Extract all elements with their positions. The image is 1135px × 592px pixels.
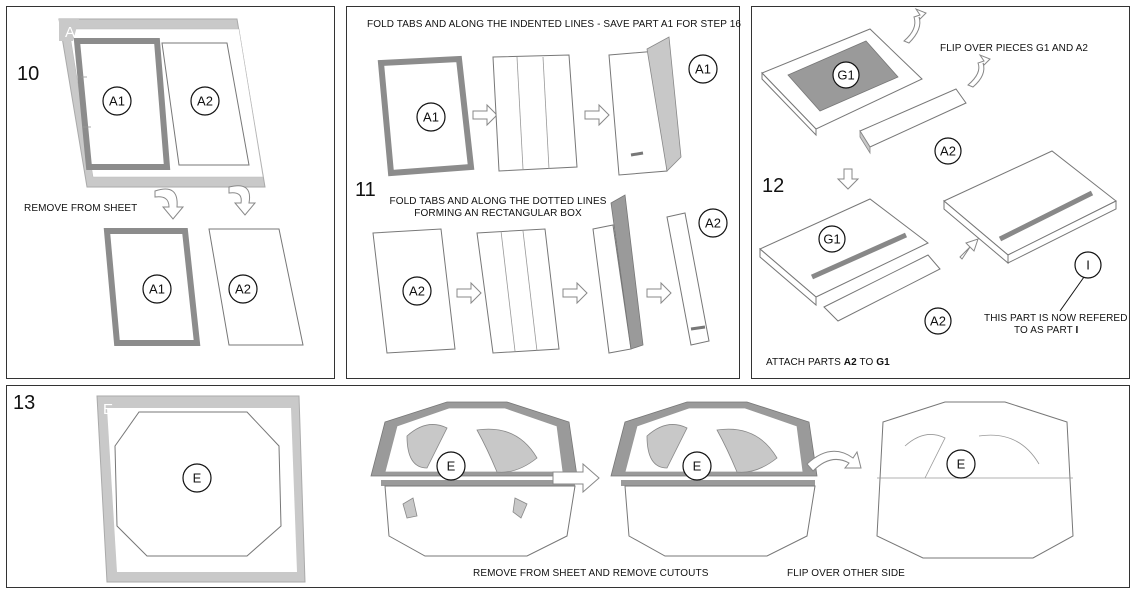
step-10-panel: 10 REMOVE FROM SHEET A A1 A2 A1 A2	[6, 6, 335, 379]
step-caption: REMOVE FROM SHEET	[24, 203, 138, 214]
label-e-icon: E	[946, 449, 976, 479]
label-g1-icon: G1	[818, 225, 846, 253]
part-i-assembly	[943, 150, 1117, 256]
curved-arrow-icon	[967, 53, 991, 88]
arrow-right-icon	[456, 281, 482, 305]
part-a1-tabs-folded	[492, 54, 578, 172]
caption-attach-a2: A2	[843, 357, 857, 368]
label-e-icon: E	[682, 451, 712, 481]
svg-text:G1: G1	[837, 68, 854, 83]
step-11-illustration: A1 A1 A2 A2	[372, 36, 728, 354]
step-caption-mid-1: FOLD TABS AND ALONG THE DOTTED LINES	[389, 196, 607, 207]
svg-text:A1: A1	[109, 94, 125, 109]
svg-text:E: E	[957, 457, 966, 472]
curved-arrow-icon	[154, 188, 185, 220]
caption-attach-g1: G1	[876, 357, 890, 368]
svg-text:A2: A2	[705, 216, 721, 231]
step-13-illustration: E E E E E	[96, 395, 1074, 583]
label-a2-icon: A2	[924, 307, 952, 335]
step-caption-flip: FLIP OVER PIECES G1 AND A2	[940, 43, 1089, 54]
label-a2-icon: A2	[934, 137, 962, 165]
part-e-bottom	[624, 485, 816, 557]
step-12-illustration: G1 A2 G1 A2 I	[759, 7, 1117, 335]
curved-arrow-icon	[806, 450, 862, 472]
svg-text:A2: A2	[409, 284, 425, 299]
arrow-right-icon	[584, 103, 610, 127]
svg-text:A2: A2	[940, 144, 956, 159]
label-g1-icon: G1	[832, 61, 860, 89]
step-caption-part-2: TO AS PART I	[1014, 325, 1078, 336]
step-number: 13	[13, 392, 36, 414]
label-a1-icon: A1	[102, 86, 132, 116]
caption-part-text: TO AS PART	[1014, 325, 1073, 336]
step-12-panel: FLIP OVER PIECES G1 AND A2 12 THIS PART …	[751, 6, 1130, 379]
part-a2-attached	[823, 254, 941, 322]
svg-text:G1: G1	[823, 232, 840, 247]
step-10-illustration: A A1 A2 A1 A2	[58, 18, 304, 346]
step-caption-part-1: THIS PART IS NOW REFERED	[984, 313, 1128, 324]
part-e-bottom	[384, 485, 576, 557]
label-a2-icon: A2	[190, 86, 220, 116]
label-e-icon: E	[182, 463, 212, 493]
part-a2-box	[666, 212, 710, 346]
caption-attach-to: TO	[856, 357, 877, 368]
step-number: 11	[355, 179, 376, 201]
leader-line	[1059, 276, 1085, 312]
svg-text:A2: A2	[930, 314, 946, 329]
caption-attach-prefix: ATTACH PARTS	[766, 357, 844, 368]
step-number: 10	[17, 63, 40, 85]
svg-text:A1: A1	[423, 110, 439, 125]
svg-text:E: E	[693, 459, 702, 474]
svg-text:E: E	[193, 471, 202, 486]
svg-text:A2: A2	[235, 282, 251, 297]
arrow-right-icon	[472, 103, 498, 127]
label-a2-icon: A2	[402, 276, 432, 306]
svg-text:I: I	[1086, 258, 1090, 273]
arrow-right-icon	[562, 281, 588, 305]
part-a2-tabs-folded	[476, 228, 560, 354]
arrow-right-icon	[646, 281, 672, 305]
label-a1-icon: A1	[416, 102, 446, 132]
step-caption-mid-2: FORMING AN RECTANGULAR BOX	[414, 208, 582, 219]
arrow-down-icon	[836, 168, 860, 190]
svg-text:A1: A1	[695, 62, 711, 77]
fold-flap	[610, 194, 644, 350]
arrow-right-icon	[959, 238, 979, 260]
label-a1-icon: A1	[688, 54, 718, 84]
fold-flap	[646, 36, 682, 172]
curved-arrow-icon	[228, 185, 257, 216]
label-e-icon: E	[436, 451, 466, 481]
label-a2-icon: A2	[228, 274, 258, 304]
svg-text:A1: A1	[149, 282, 165, 297]
svg-text:A2: A2	[197, 94, 213, 109]
step-11-panel: FOLD TABS AND ALONG THE INDENTED LINES -…	[346, 6, 742, 379]
label-i-icon: I	[1074, 251, 1102, 279]
label-a1-icon: A1	[142, 274, 172, 304]
svg-text:E: E	[447, 459, 456, 474]
curved-arrow-icon	[903, 7, 927, 44]
caption-part-letter: I	[1075, 325, 1079, 336]
step-number: 12	[762, 175, 785, 197]
sheet-letter: E	[103, 401, 113, 418]
step-caption-remove: REMOVE FROM SHEET AND REMOVE CUTOUTS	[473, 568, 709, 579]
part-e-flipped	[876, 401, 1074, 559]
arrow-right-icon	[552, 462, 600, 494]
step-13-panel: 13 REMOVE FROM SHEET AND REMOVE CUTOUTS …	[6, 385, 1130, 588]
step-caption-attach: ATTACH PARTS A2 TO G1	[766, 357, 890, 368]
step-caption-flip: FLIP OVER OTHER SIDE	[787, 568, 905, 579]
sheet-letter: A	[65, 24, 75, 41]
step-caption-top: FOLD TABS AND ALONG THE INDENTED LINES -…	[367, 19, 742, 30]
label-a2-icon: A2	[698, 208, 728, 238]
